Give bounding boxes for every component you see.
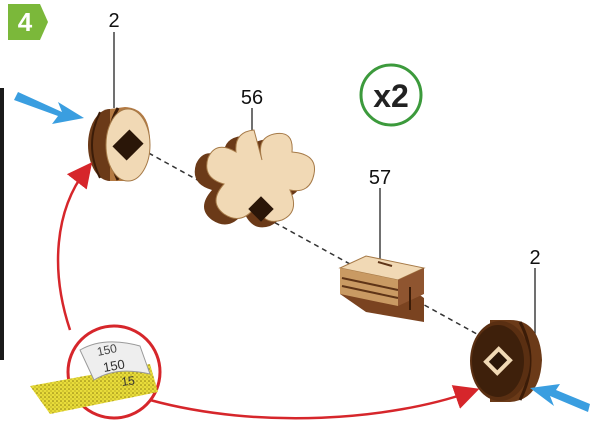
step-badge-icon [8,4,48,40]
quantity-label: x2 [373,78,409,114]
assembly-axis-line [124,139,516,356]
part-label-57: 57 [369,167,391,189]
sandpaper-grit-label-1: 150 [96,341,119,359]
sandpaper-grit-label-3: 15 [120,373,135,389]
step-number: 4 [17,7,33,37]
part-label-2-right: 2 [529,247,540,269]
press-arrow-icon-right [530,384,590,412]
page-edge-strip [0,88,4,360]
slotted-block-part [338,188,426,322]
star-gear-part [194,108,316,228]
press-arrow-icon [14,92,84,124]
sanding-arrow-icon-left [56,162,93,331]
sandpaper-grit-label-2: 150 [102,356,126,375]
left-bushing-part [88,32,151,182]
sanding-arrow-icon-right [149,385,480,420]
sandpaper-icon: 150 150 15 [30,324,162,420]
right-bushing-part [470,268,542,402]
part-label-56: 56 [241,87,263,109]
part-label-2-left: 2 [108,10,119,32]
quantity-badge: x2 [359,63,423,127]
